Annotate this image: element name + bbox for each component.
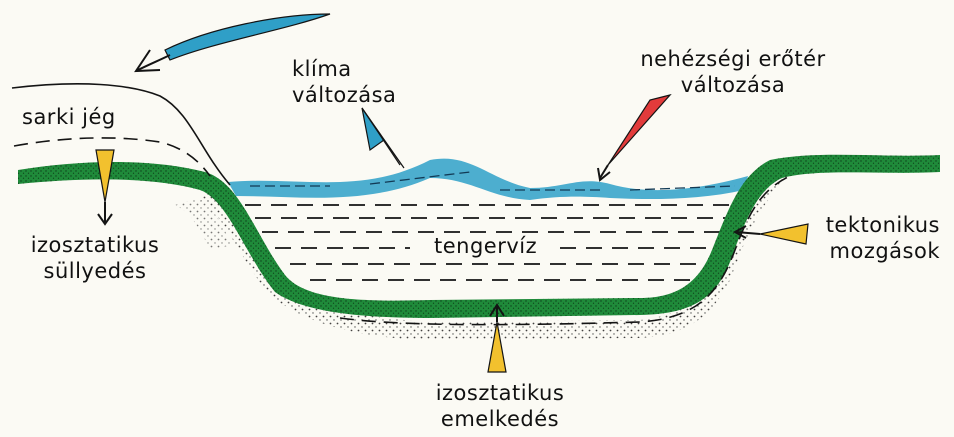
label-tectonic-movements: tektonikus mozgások <box>790 212 940 264</box>
label-polar-ice: sarki jég <box>22 104 116 130</box>
subsidence-arrow-icon <box>96 150 114 224</box>
label-tectonic-movements-line2: mozgások <box>790 238 940 264</box>
label-gravity-change-line2: változása <box>618 72 848 98</box>
label-climate-change-line2: változása <box>292 82 396 108</box>
gravity-arrow-icon <box>598 95 670 180</box>
label-tectonic-movements-line1: tektonikus <box>790 212 940 238</box>
climate-pointer-icon <box>362 108 404 168</box>
label-isostatic-uplift: izosztatikus emelkedés <box>415 380 585 432</box>
label-gravity-change-line1: nehézségi erőtér <box>618 46 848 72</box>
label-isostatic-uplift-line2: emelkedés <box>415 406 585 432</box>
label-isostatic-subsidence-line1: izosztatikus <box>20 232 170 258</box>
label-climate-change: klíma változása <box>292 56 396 108</box>
label-climate-change-line1: klíma <box>292 56 396 82</box>
label-seawater: tengervíz <box>434 233 537 259</box>
label-isostatic-subsidence: izosztatikus süllyedés <box>20 232 170 284</box>
label-isostatic-subsidence-line2: süllyedés <box>20 258 170 284</box>
label-isostatic-uplift-line1: izosztatikus <box>415 380 585 406</box>
label-gravity-change: nehézségi erőtér változása <box>618 46 848 98</box>
